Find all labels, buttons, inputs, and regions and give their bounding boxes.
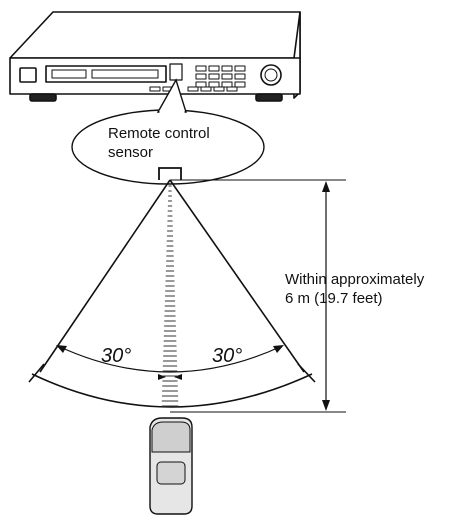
angle-arrow-right <box>273 345 284 353</box>
dimension-arrow-bottom <box>322 400 330 411</box>
panel-button <box>195 73 207 80</box>
sensor-window <box>169 63 183 81</box>
fan-right-edge <box>169 179 305 373</box>
angle-label-right: 30° <box>212 345 242 367</box>
display-segment <box>91 69 159 79</box>
fan-left-edge <box>39 179 171 373</box>
coverage-fan: 30° 30° <box>28 179 316 408</box>
dimension-arrow-top <box>322 181 330 192</box>
volume-knob <box>260 64 282 86</box>
panel-button <box>213 86 225 92</box>
distance-label-line1: Within approximately <box>285 271 425 288</box>
receiver-unit <box>9 11 301 102</box>
bottom-button-row <box>149 86 238 92</box>
panel-button <box>221 81 233 88</box>
remote-top-face <box>151 421 191 453</box>
distance-label: Within approximately 6 m (19.7 feet) <box>285 271 428 307</box>
remote-button-panel <box>156 461 186 485</box>
panel-button <box>221 65 233 72</box>
button-grid <box>195 65 246 88</box>
remote-control <box>149 417 193 515</box>
distance-dimension <box>170 179 346 413</box>
angle-label-left: 30° <box>101 345 131 367</box>
fan-outer-arc <box>31 373 313 408</box>
sensor-label: Remote control sensor <box>108 125 214 161</box>
center-arrow-right <box>174 374 182 380</box>
receiver-foot-right <box>255 93 283 102</box>
receiver-foot-left <box>29 93 57 102</box>
panel-button <box>195 81 207 88</box>
sensor-label-line2: sensor <box>108 144 153 161</box>
panel-button <box>234 81 246 88</box>
angle-arrow-left <box>56 345 67 353</box>
panel-button <box>208 81 220 88</box>
display-segment <box>51 69 87 79</box>
sensor-label-line1: Remote control <box>108 125 210 142</box>
panel-button <box>149 86 161 92</box>
panel-button <box>187 86 199 92</box>
center-arrow-left <box>158 374 166 380</box>
fan-left-tick <box>28 363 45 383</box>
center-axis <box>161 185 179 407</box>
panel-button <box>200 86 212 92</box>
panel-button <box>226 86 238 92</box>
volume-knob-inner <box>264 68 278 82</box>
angle-arc <box>57 345 283 373</box>
power-button <box>19 67 37 83</box>
panel-button <box>208 73 220 80</box>
panel-button <box>234 73 246 80</box>
callout-bubble <box>71 109 265 185</box>
sensor-marker <box>158 167 182 180</box>
receiver-top-face <box>9 11 301 59</box>
sensor-callout: Remote control sensor <box>71 78 265 185</box>
distance-label-line2: 6 m (19.7 feet) <box>285 290 383 307</box>
panel-button <box>234 65 246 72</box>
panel-button <box>195 65 207 72</box>
fan-right-tick <box>297 363 316 383</box>
panel-button <box>208 65 220 72</box>
panel-button <box>221 73 233 80</box>
